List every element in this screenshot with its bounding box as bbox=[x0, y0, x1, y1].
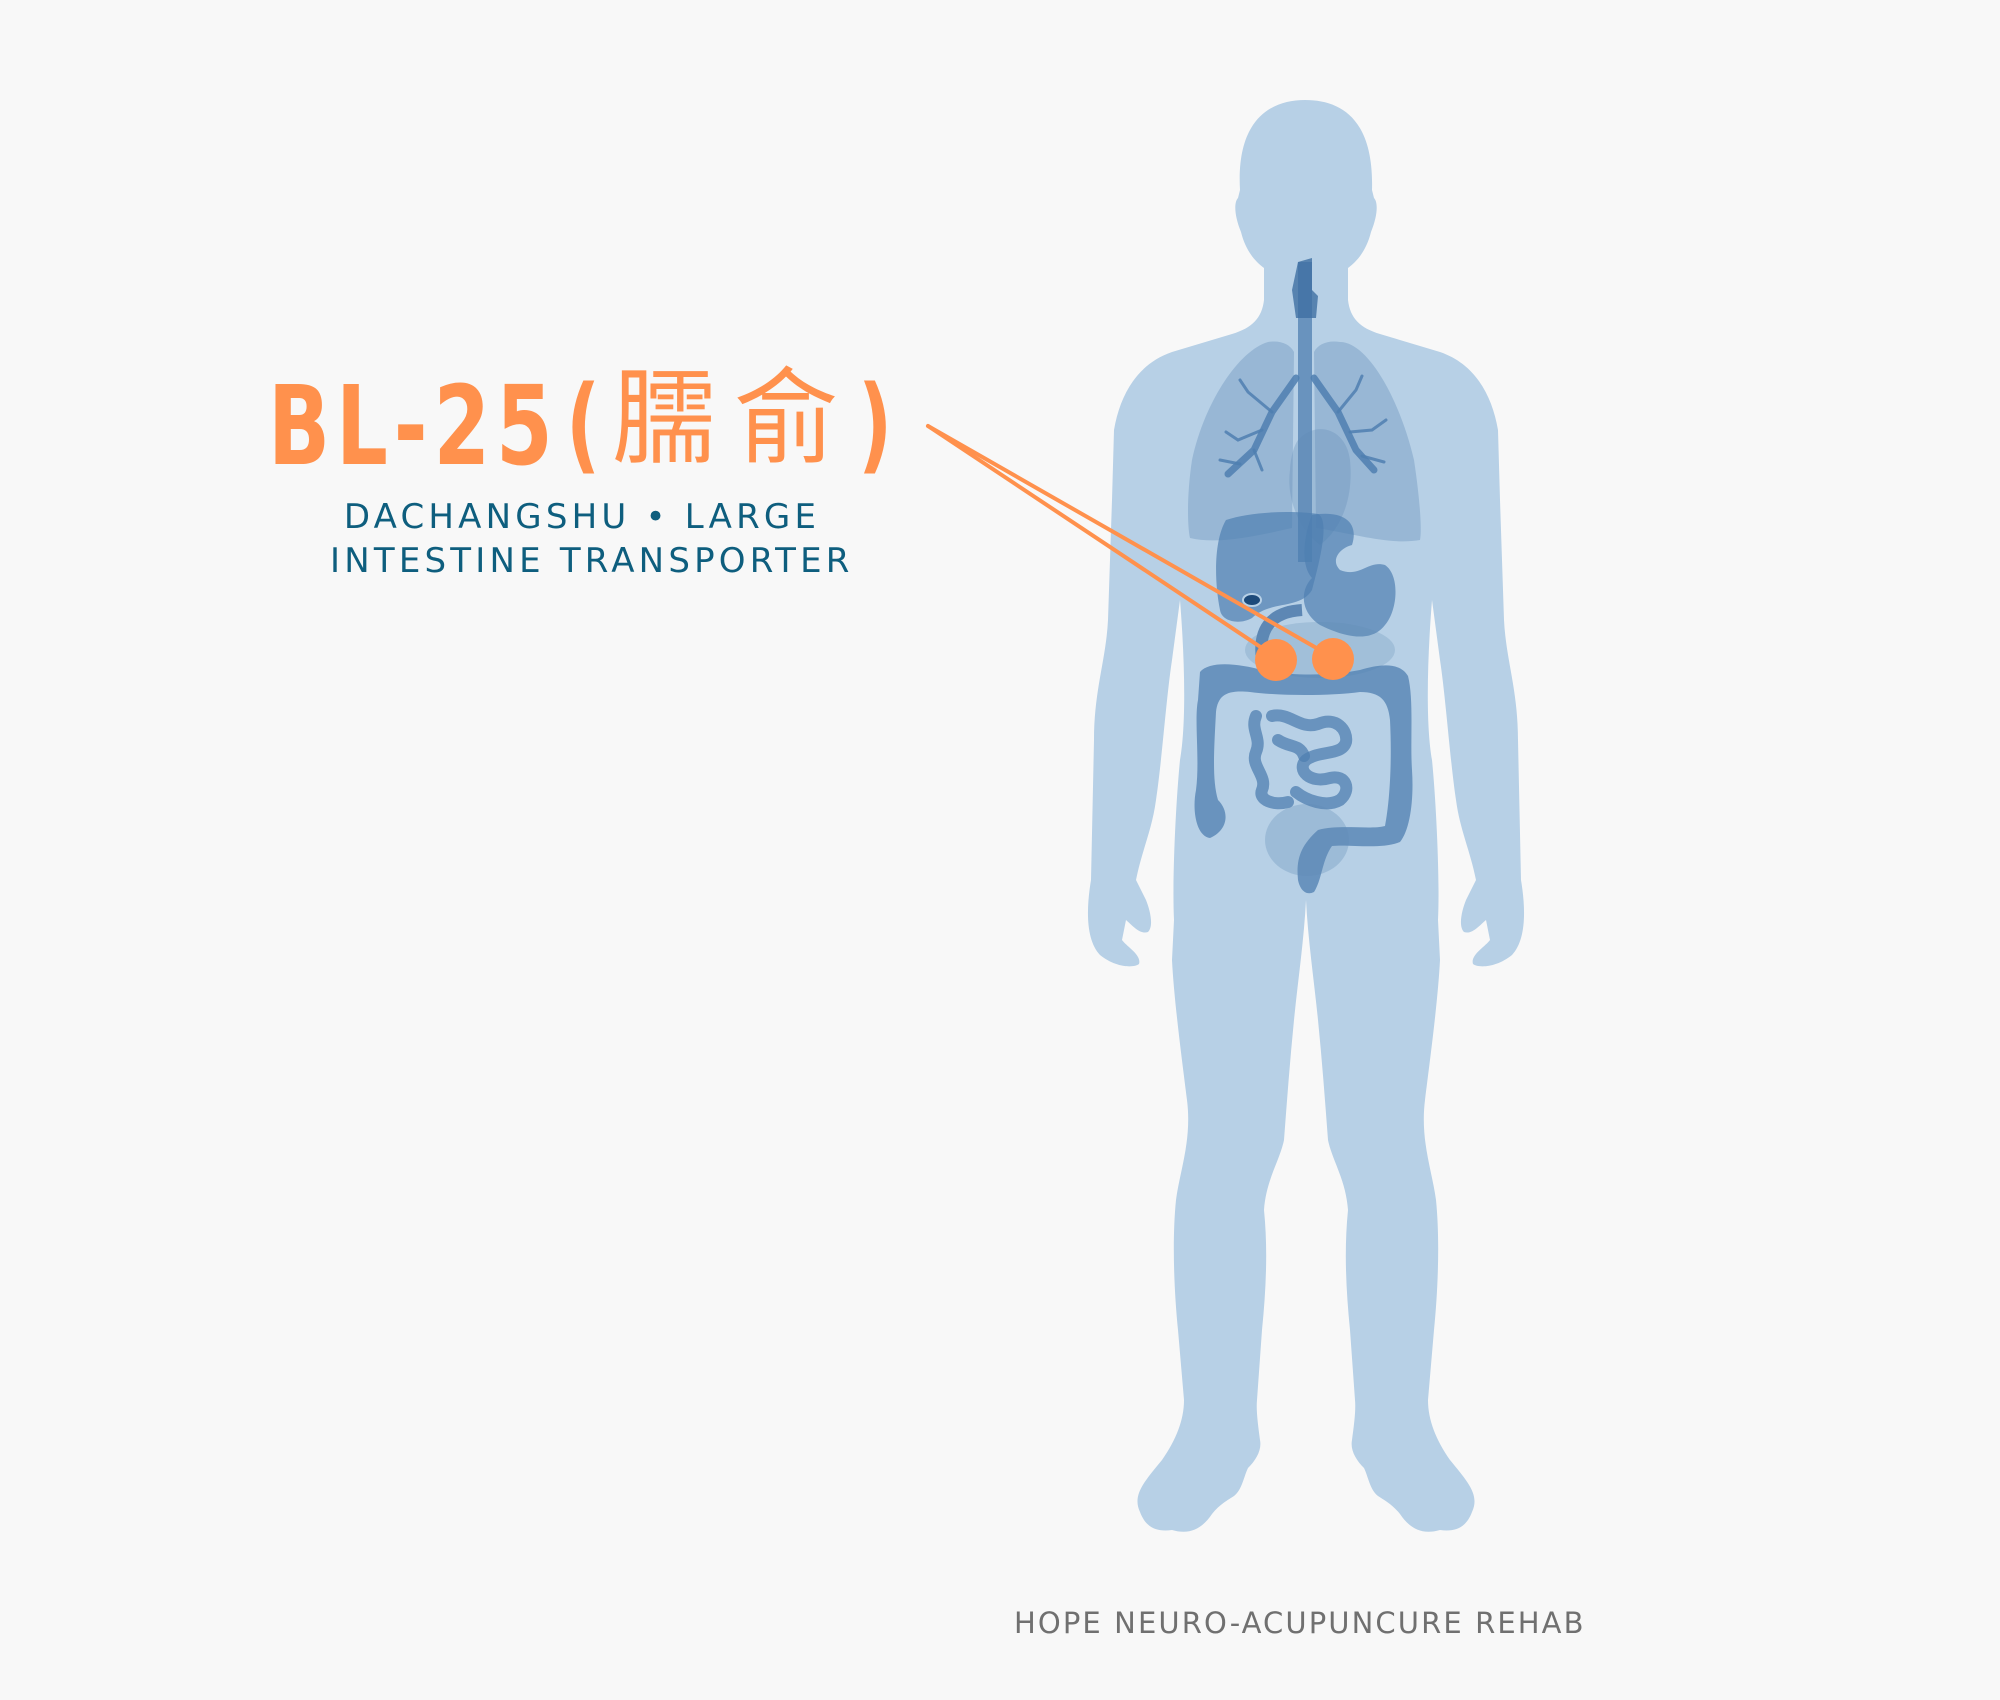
bronchi bbox=[1218, 374, 1388, 478]
open-paren: ( bbox=[566, 363, 601, 485]
acupoint-marker-right[interactable] bbox=[1312, 638, 1354, 680]
acupoint-marker-left[interactable] bbox=[1255, 639, 1297, 681]
leader-lines bbox=[926, 424, 1322, 652]
larynx bbox=[1292, 258, 1318, 318]
liver bbox=[1216, 512, 1324, 622]
gallbladder bbox=[1242, 593, 1262, 607]
point-code-title: BL-25 bbox=[268, 362, 559, 490]
right-lung bbox=[1314, 341, 1421, 542]
trachea bbox=[1298, 262, 1312, 562]
left-lung bbox=[1188, 341, 1294, 541]
point-subtitle-line-1: DACHANGSHU • LARGE bbox=[343, 497, 821, 537]
stomach bbox=[1303, 513, 1396, 637]
close-paren: ) bbox=[858, 363, 893, 485]
body-silhouette bbox=[1087, 100, 1525, 1532]
point-subtitle-line-2: INTESTINE TRANSPORTER bbox=[330, 541, 854, 581]
head bbox=[1087, 100, 1525, 1532]
footer-credit: HOPE NEURO-ACUPUNCURE REHAB bbox=[1014, 1606, 1586, 1640]
internal-organs bbox=[1188, 258, 1421, 894]
point-chinese-name: 臑俞 bbox=[612, 357, 857, 479]
leader-line-right bbox=[926, 424, 1322, 652]
leader-line-left bbox=[926, 424, 1264, 650]
large-intestine bbox=[1194, 664, 1413, 894]
bladder bbox=[1265, 804, 1349, 876]
small-intestine bbox=[1248, 709, 1353, 810]
